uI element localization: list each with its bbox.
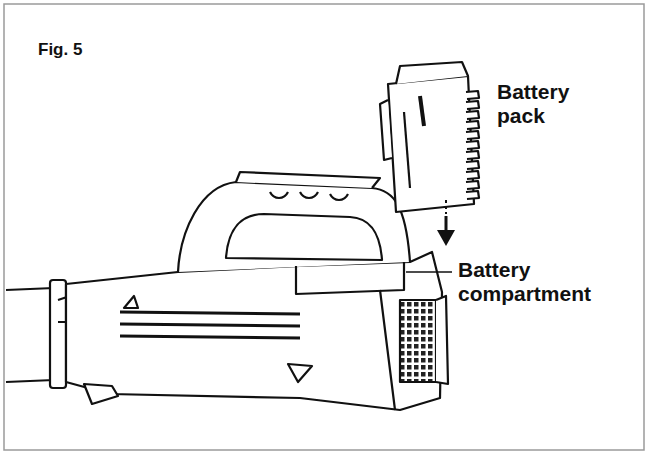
battery-rib xyxy=(466,91,479,99)
battery-rib xyxy=(466,191,479,199)
insert-arrow xyxy=(437,200,455,246)
battery-rib xyxy=(466,141,479,149)
leader-line xyxy=(406,271,452,273)
battery-rib xyxy=(466,111,479,119)
battery-pack-drawing xyxy=(380,62,479,212)
blower-body xyxy=(6,172,448,410)
battery-rib xyxy=(466,131,479,139)
battery-rib xyxy=(466,181,479,189)
figure-frame xyxy=(4,4,644,450)
battery-rib xyxy=(466,171,479,179)
part-label: Battery pack xyxy=(497,80,569,128)
battery-rib xyxy=(466,101,479,109)
figure-title: Fig. 5 xyxy=(38,40,82,60)
battery-rib xyxy=(466,161,479,169)
part-label: Battery compartment xyxy=(458,258,591,306)
battery-rib xyxy=(466,121,479,129)
battery-rib xyxy=(466,151,479,159)
